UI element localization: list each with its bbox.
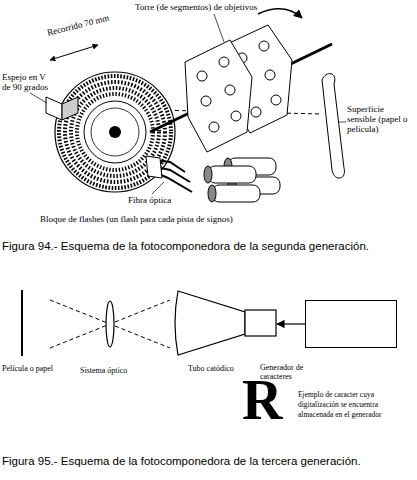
node-outline	[14, 290, 30, 356]
node-outline	[172, 290, 277, 356]
lens	[209, 122, 219, 132]
turret-segment	[185, 40, 252, 152]
lens	[271, 95, 281, 105]
lens	[259, 41, 269, 51]
glyph-track	[59, 76, 171, 188]
lens	[251, 107, 261, 117]
disk-hub	[84, 101, 146, 163]
flash-unit	[208, 166, 256, 183]
film-line	[21, 290, 23, 356]
sensitive-paper	[322, 74, 344, 178]
part-label: Bloque de flashes (un flash para cada pi…	[40, 214, 280, 224]
leader-line	[338, 122, 346, 123]
figure-caption: Figura 95.- Esquema de la fotocomponedor…	[2, 455, 417, 468]
cathode-tube: Tubo catódico	[172, 290, 277, 356]
character-disk	[55, 72, 175, 192]
flash-unit	[212, 185, 260, 202]
flash-end	[204, 166, 212, 183]
generator-box: Generador de caracteres	[305, 300, 397, 348]
note-label: Ejemplo de caracter cuya digitalización …	[298, 390, 412, 420]
leader-line	[214, 14, 224, 42]
node-outline	[100, 300, 120, 348]
lens	[201, 96, 211, 106]
node-label: Película o papel	[2, 364, 82, 373]
lens	[225, 85, 235, 95]
rotation-arrow	[258, 9, 302, 18]
part-label: Superficie sensible (papel o película)	[347, 104, 415, 134]
disk-axis	[109, 126, 121, 138]
lens	[265, 70, 275, 80]
v-mirror	[62, 97, 78, 120]
travel-arrow	[50, 45, 98, 60]
lens	[231, 111, 241, 121]
leader-line	[30, 93, 47, 103]
figure-caption: Figura 94.- Esquema de la fotocomponedor…	[2, 240, 417, 253]
signal-arrow	[277, 323, 305, 324]
node-label: Generador de caracteres	[260, 363, 332, 381]
fiber-block	[146, 156, 162, 178]
part-label: Torre (de segmentos) de objetivos	[135, 2, 305, 12]
lens-outline	[106, 301, 114, 347]
node-label: Sistema óptico	[80, 366, 170, 375]
light-ray	[50, 300, 170, 348]
film-plane: Película o papel	[14, 290, 30, 356]
disk-hub-ring	[91, 108, 139, 156]
part-label: Fibra óptica	[128, 195, 208, 205]
flash-end	[208, 185, 216, 202]
tube-neck	[245, 310, 276, 336]
part-label: Espejo en V de 90 grados	[2, 72, 54, 92]
glyph-track	[71, 88, 159, 176]
glyph-track	[77, 94, 153, 170]
light-ray	[50, 300, 170, 348]
v-mirror	[46, 97, 62, 120]
tube-funnel	[175, 291, 245, 355]
optical-lens: Sistema óptico	[100, 300, 120, 348]
dimension-label: Recorrido 70 mm	[46, 6, 136, 37]
leader-line	[152, 182, 164, 194]
lens	[197, 71, 207, 81]
lens	[219, 57, 229, 67]
